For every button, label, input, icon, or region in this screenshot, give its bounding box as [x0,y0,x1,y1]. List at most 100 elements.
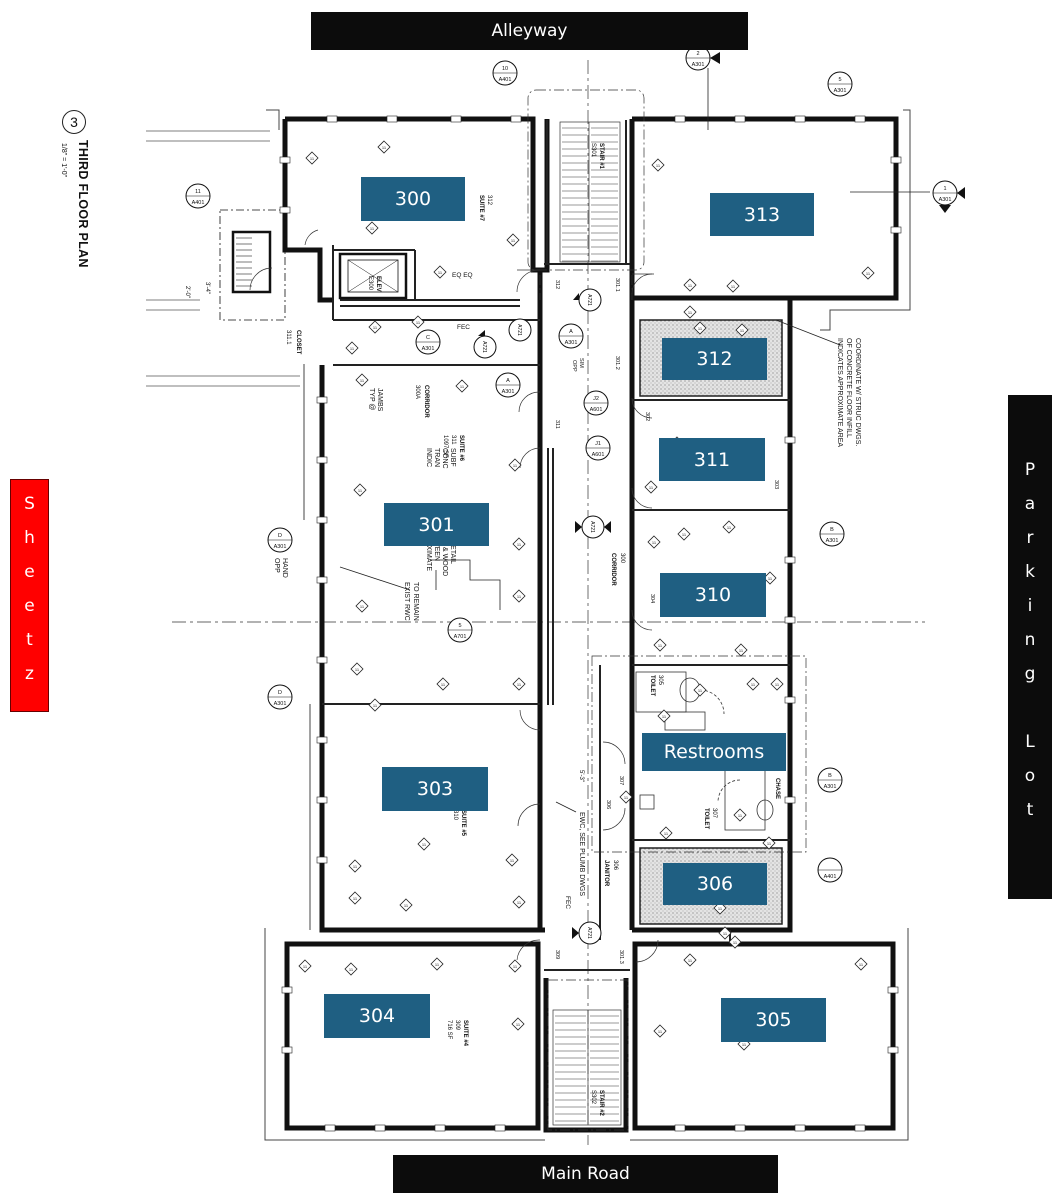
keyed-note-diamond [345,341,359,355]
window-mark [784,616,796,624]
keyed-note-diamond [683,953,697,967]
note-suite-2: TRAN [433,448,440,467]
room-306[interactable]: 306 [663,863,767,905]
window-mark [434,1124,446,1132]
keyed-note-diamond [298,959,312,973]
door-swings [249,229,659,963]
window-mark [784,696,796,704]
keyed-note-diamond [677,527,691,541]
keyed-note-diamond [353,483,367,497]
keyed-note-diamond [508,959,522,973]
note-suite-3: CONC [441,448,448,469]
keyed-note-diamond [508,458,522,472]
callout-bottom: A301 [274,701,287,707]
keyed-note-diamond [746,677,760,691]
note-opp-hand-1: OPP [273,558,280,573]
room-300[interactable]: 300 [361,177,465,221]
callout-top: A [569,329,573,335]
window-mark [316,656,328,664]
callout-top: 10 [502,66,508,72]
window-mark [510,115,522,123]
keyed-note-diamond [348,891,362,905]
room-312[interactable]: 312 [662,338,767,380]
tag-s302: S302 [590,1090,596,1105]
window-mark [450,115,462,123]
callout-bottom: A301 [939,197,952,203]
keyed-note-diamond [770,677,784,691]
callout-top: 11 [195,189,201,195]
tag-toilet-1: TOILET [649,675,655,697]
section-a721-2: A721 [481,341,487,353]
door-311: 311 [554,420,560,429]
callout-bottom: A701 [454,634,467,640]
road-label-alleyway: Alleyway [311,12,748,50]
callout-bottom: A301 [824,784,837,790]
callout-top: D [278,533,282,539]
callout-top: A [506,378,510,384]
room-313[interactable]: 313 [710,193,814,236]
keyed-note-diamond [726,279,740,293]
keyed-note-diamond [348,859,362,873]
door-306: 306 [605,800,611,809]
window-mark [279,156,291,164]
note-eq: EQ EQ [452,272,473,279]
note-fec-1: FEC [457,324,470,331]
callout-top: C [426,335,430,341]
room-303[interactable]: 303 [382,767,488,811]
room-304[interactable]: 304 [324,994,430,1038]
callout-top: 2 [696,51,699,57]
keyed-note-diamond [417,837,431,851]
room-311[interactable]: 311 [659,438,765,481]
keyed-note-diamond [683,305,697,319]
callout-bottom: A301 [422,346,435,352]
keyed-note-diamond [512,537,526,551]
keyed-note-diamond [644,480,658,494]
window-mark [794,115,806,123]
room-301[interactable]: 301 [384,503,489,546]
tag-1097sf: 1097 SF [442,435,448,458]
note-dim-1: 3'-4" [204,282,210,294]
stair-2-treads [555,1015,619,1122]
window-mark [316,736,328,744]
callout-top: B [830,527,834,533]
callout-bottom: A301 [565,340,578,346]
door-309: 309 [554,950,560,959]
section-a721-1: A721 [586,294,592,306]
keyed-note-diamond [659,826,673,840]
interior-walls [322,120,790,971]
callout-bottom: A401 [499,77,512,83]
keyed-note-diamond [512,589,526,603]
room-305[interactable]: 305 [721,998,826,1042]
window-mark [494,1124,506,1132]
keyed-note-diamond [365,221,379,235]
window-mark [316,796,328,804]
tag-closet: CLOSET [295,330,301,355]
note-fec-2: FEC [564,896,571,909]
tag-chase: CHASE [774,778,780,799]
door-301-3: 301.3 [618,950,624,964]
window-mark [887,986,899,994]
window-mark [784,796,796,804]
tag-306: 306 [612,860,618,871]
note-jambs-2: JAMBS [376,388,383,412]
note-dim-3: 5'-3" [578,770,584,782]
tag-311: 311 [450,435,456,445]
callout-bottom: A401 [824,874,837,880]
room-restrooms[interactable]: Restrooms [642,733,786,771]
note-ewc: EWC, SEE PLUMB DWGS [578,812,585,896]
note-suite2-1: OXIMATE [425,540,432,571]
section-a721-4: A721 [589,521,595,533]
keyed-note-diamond [305,151,319,165]
callout-top: 1 [943,186,946,192]
room-310[interactable]: 310 [660,573,766,617]
note-suite-4: SUBF [449,448,456,467]
tag-305: 305 [657,675,663,686]
keyed-note-diamond [733,808,747,822]
note-rwc-1: EXIST RWC [403,582,410,621]
tag-janitor: JANITOR [603,860,609,887]
callout-bottom: A601 [592,452,605,458]
window-mark [374,1124,386,1132]
keyed-note-diamond [512,895,526,909]
window-mark [316,576,328,584]
callout-top: J1 [595,441,601,447]
